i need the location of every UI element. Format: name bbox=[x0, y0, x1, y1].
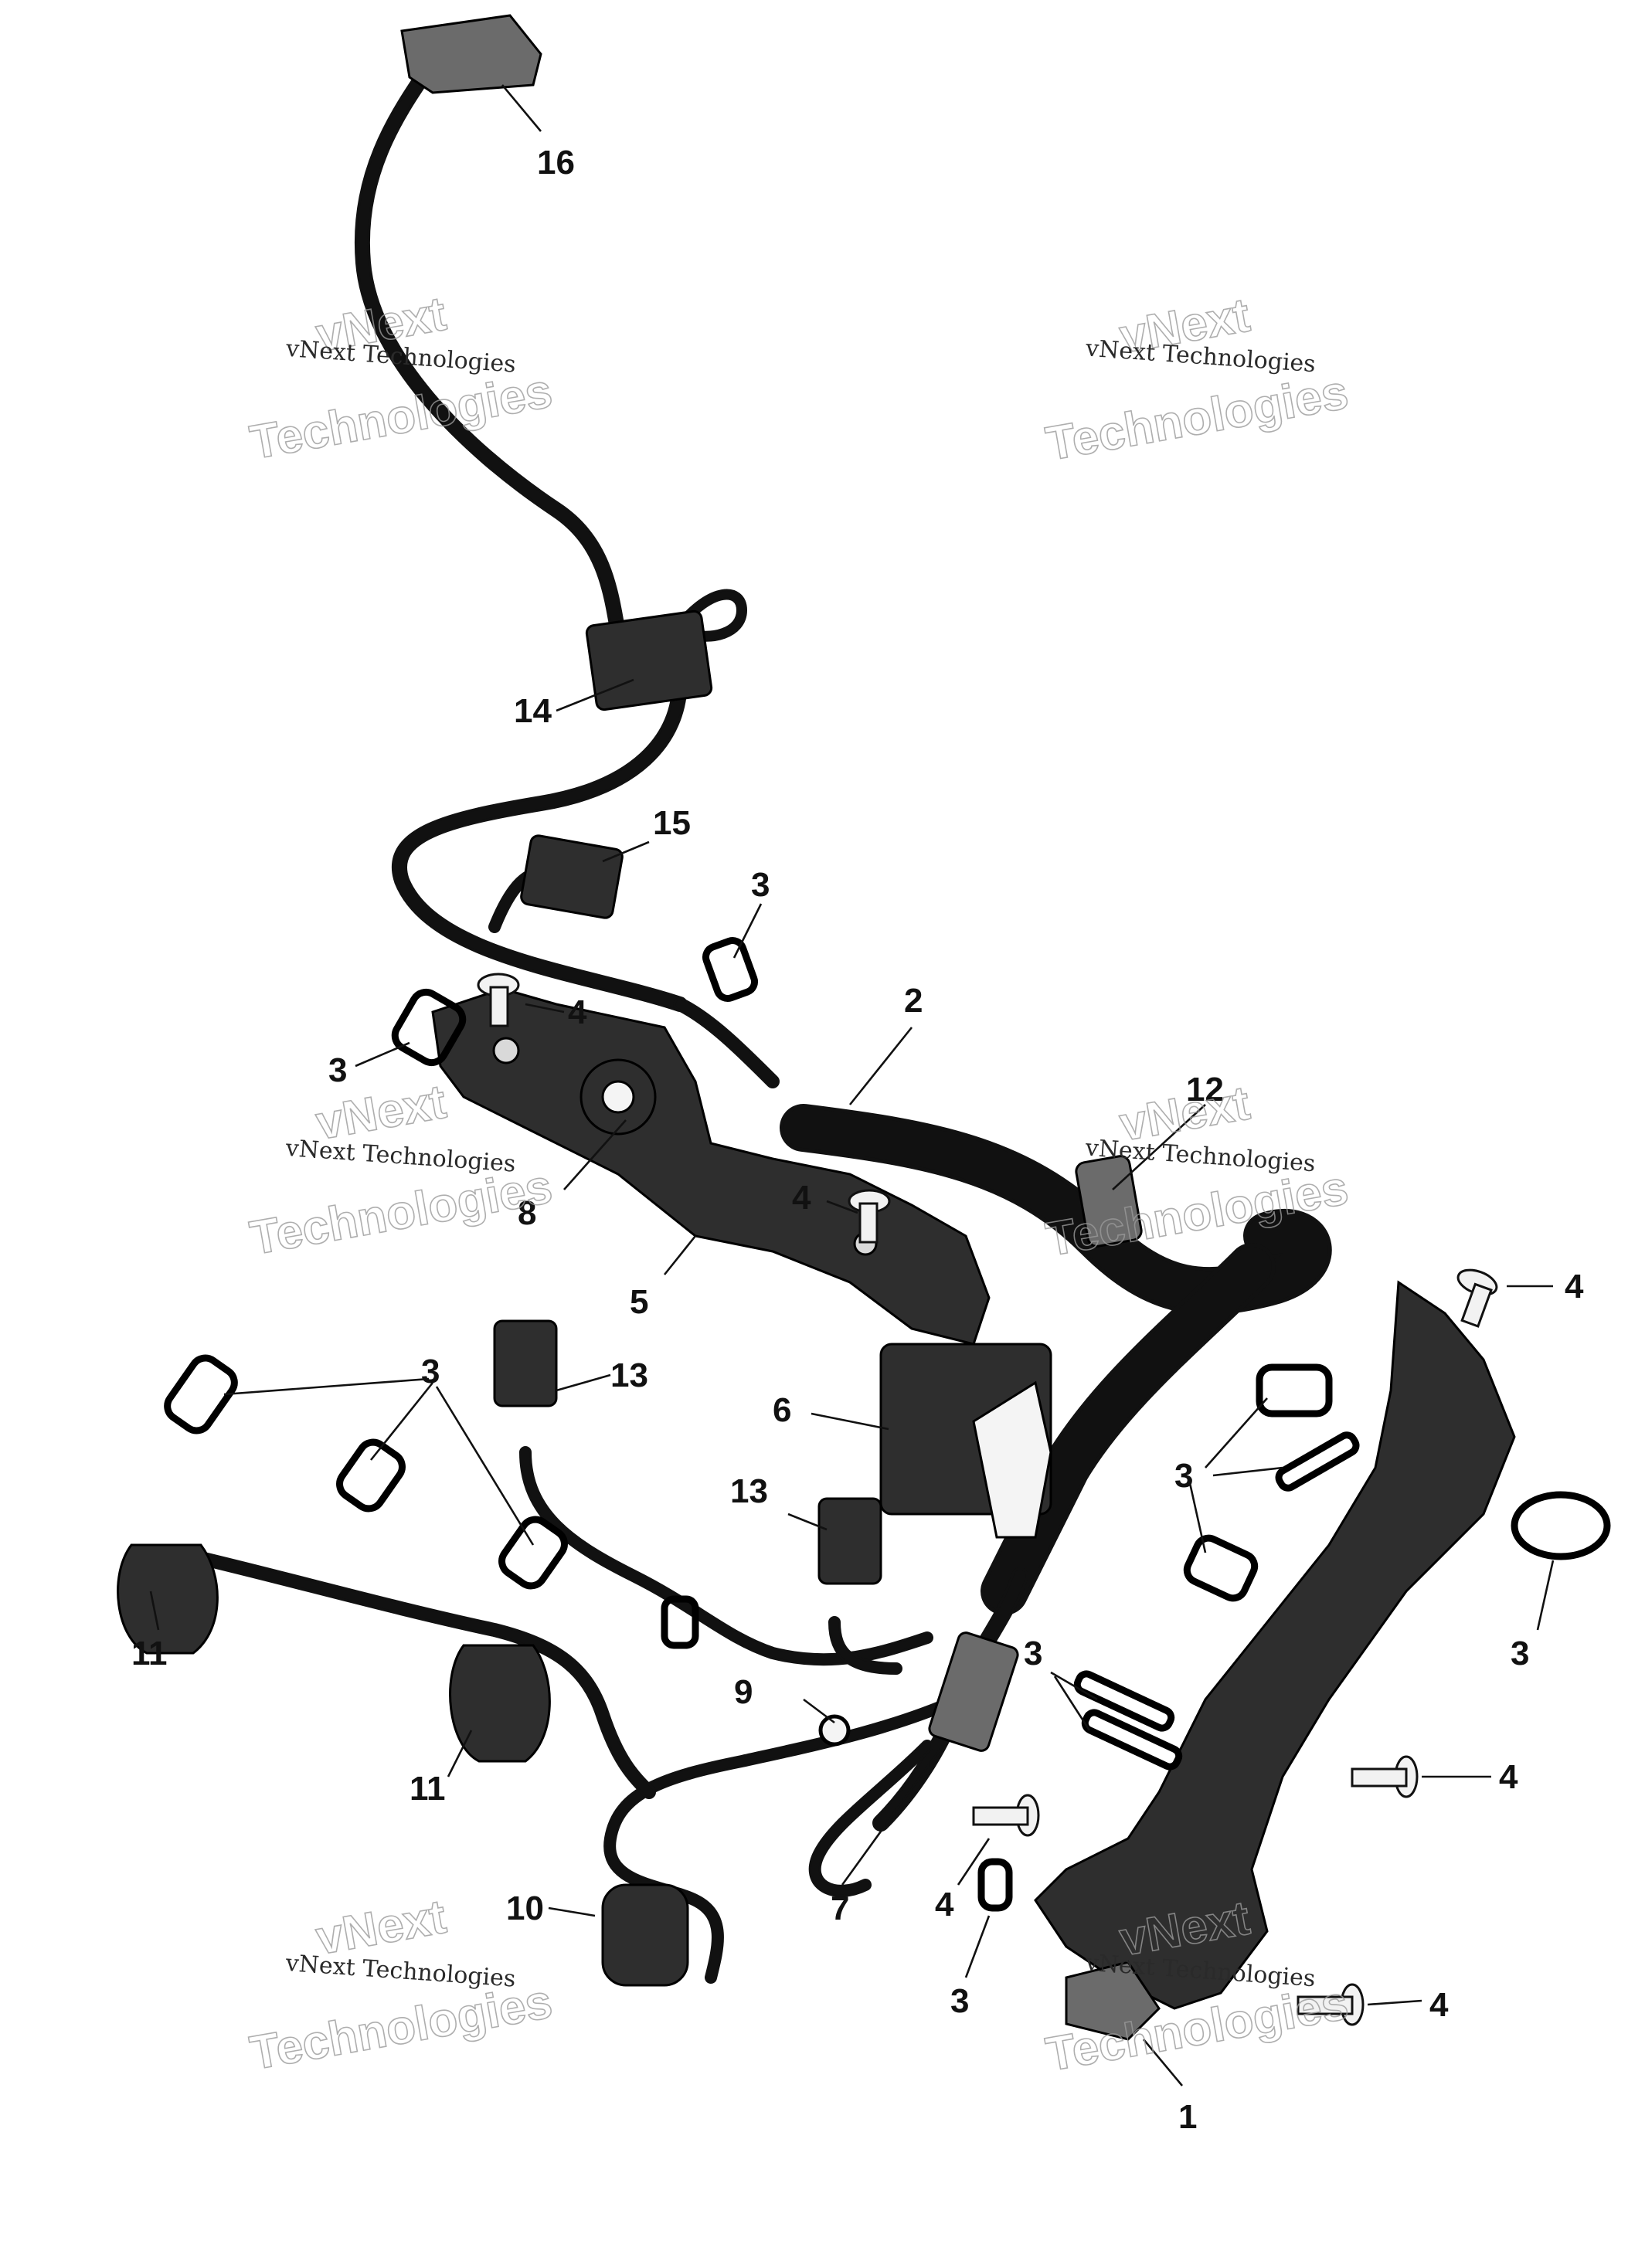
bolt-4-b bbox=[848, 1189, 891, 1244]
callout-10: 10 bbox=[506, 1889, 544, 1927]
callout-labels: 16 14 15 3 3 4 2 12 4 8 5 4 3 13 6 3 13 … bbox=[131, 144, 1584, 2136]
callout-16: 16 bbox=[537, 144, 575, 182]
bolts bbox=[477, 973, 1498, 2026]
callout-4-a: 4 bbox=[568, 993, 587, 1031]
callout-13-b: 13 bbox=[730, 1472, 768, 1510]
callout-3-g: 3 bbox=[950, 1982, 969, 2020]
watermark-top-left: vNext vNext Technologies Technologies bbox=[246, 287, 557, 470]
callout-4-f: 4 bbox=[1429, 1986, 1449, 2024]
watermark-top-right: vNext vNext Technologies Technologies bbox=[1042, 288, 1353, 472]
callout-9: 9 bbox=[734, 1673, 753, 1711]
callout-14: 14 bbox=[514, 692, 552, 730]
callout-3-f: 3 bbox=[1024, 1635, 1042, 1672]
sensor-10 bbox=[601, 1883, 689, 1987]
callout-3-d: 3 bbox=[1174, 1457, 1193, 1495]
ring-terminal-9 bbox=[818, 1714, 851, 1747]
callout-2: 2 bbox=[904, 982, 923, 1020]
svg-text:Technologies: Technologies bbox=[246, 1160, 556, 1266]
callout-4-d: 4 bbox=[1499, 1758, 1518, 1796]
tie-3-b bbox=[391, 988, 467, 1067]
callout-12: 12 bbox=[1186, 1071, 1224, 1109]
harness-wires bbox=[171, 54, 1332, 1984]
tie-3-m bbox=[661, 1595, 699, 1649]
tie-3-l bbox=[977, 1858, 1013, 1912]
tie-3-d bbox=[336, 1438, 406, 1513]
callout-15: 15 bbox=[653, 804, 691, 842]
sensor-13-upper bbox=[493, 1319, 558, 1407]
leader-lines bbox=[149, 84, 1555, 2086]
callout-7: 7 bbox=[831, 1889, 849, 1927]
callout-1: 1 bbox=[1178, 2098, 1197, 2136]
tie-3-j bbox=[1073, 1670, 1175, 1732]
tie-3-k bbox=[1081, 1709, 1183, 1771]
callout-5: 5 bbox=[630, 1283, 648, 1321]
bolt-4-c bbox=[1456, 1268, 1498, 1328]
callout-3-c: 3 bbox=[421, 1353, 440, 1390]
bracket-5-hole-1 bbox=[492, 1037, 520, 1064]
parts bbox=[117, 14, 1516, 2041]
svg-text:Technologies: Technologies bbox=[246, 1975, 556, 2081]
tie-3-a bbox=[702, 937, 759, 1002]
tie-3-f bbox=[1256, 1363, 1333, 1418]
ecm-connector-6-plate bbox=[972, 1380, 1052, 1539]
connector-16 bbox=[400, 14, 542, 94]
connector-14 bbox=[585, 609, 713, 711]
callout-8: 8 bbox=[518, 1194, 536, 1232]
callout-3-b: 3 bbox=[328, 1051, 347, 1089]
connector-15 bbox=[520, 834, 624, 919]
injector-cap-11-right bbox=[449, 1644, 551, 1763]
tie-3-e bbox=[498, 1516, 568, 1590]
bolt-4-d bbox=[1351, 1755, 1419, 1798]
injector-cap-11-left bbox=[117, 1543, 219, 1655]
bolt-4-a bbox=[477, 973, 520, 1027]
callout-11-a: 11 bbox=[131, 1635, 168, 1672]
callout-11-b: 11 bbox=[410, 1770, 446, 1808]
callout-3-a: 3 bbox=[751, 866, 770, 904]
callout-4-e: 4 bbox=[935, 1886, 954, 1923]
tie-3-i bbox=[1511, 1491, 1611, 1560]
connector-7 bbox=[928, 1631, 1019, 1752]
callout-13-a: 13 bbox=[610, 1356, 648, 1394]
svg-text:Technologies: Technologies bbox=[1042, 365, 1352, 471]
bolt-4-e bbox=[972, 1794, 1040, 1837]
cable-ties bbox=[164, 937, 1611, 1912]
knock-sensor-8-hole bbox=[601, 1080, 635, 1114]
callout-3-e: 3 bbox=[1511, 1635, 1529, 1672]
tie-3-h bbox=[1183, 1534, 1259, 1602]
bracket-1-tab bbox=[1065, 1961, 1161, 2041]
bracket-5 bbox=[431, 987, 991, 1346]
sensor-13-lower bbox=[817, 1497, 882, 1585]
svg-text:Technologies: Technologies bbox=[246, 365, 556, 470]
bolt-4-f bbox=[1297, 1983, 1365, 2026]
callout-4-c: 4 bbox=[1565, 1268, 1584, 1305]
tie-3-c bbox=[164, 1354, 238, 1434]
callout-4-b: 4 bbox=[792, 1179, 811, 1217]
tie-3-g bbox=[1275, 1431, 1360, 1492]
callout-6: 6 bbox=[773, 1391, 791, 1429]
